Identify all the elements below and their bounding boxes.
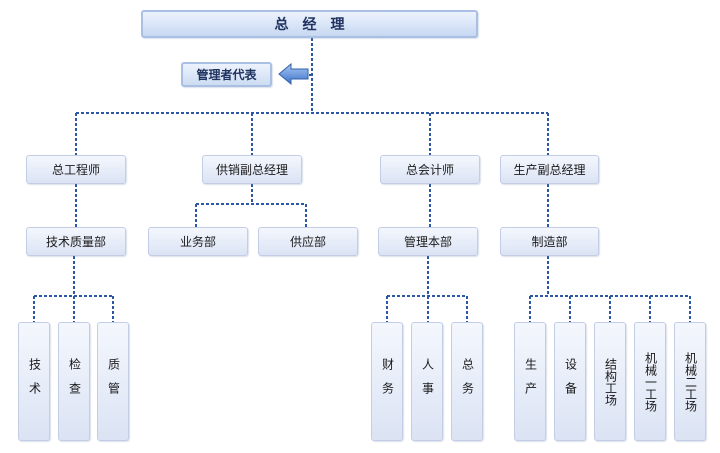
chief-accountant-label: 总会计师	[405, 163, 454, 177]
tech-unit-label: 技术	[27, 357, 42, 406]
machinery-plant-1-label: 机械一工场	[643, 351, 658, 412]
management-rep-box: 管理者代表	[181, 62, 272, 87]
sales-supply-vgm-box: 供销副总经理	[202, 155, 302, 184]
supply-dept-label: 供应部	[289, 235, 326, 249]
machinery-plant-2-box: 机械二工场	[674, 322, 706, 441]
production-vgm-box: 生产副总经理	[500, 155, 599, 184]
general-manager-label: 总经理	[274, 17, 359, 33]
management-dept-box: 管理本部	[378, 227, 478, 256]
machinery-plant-1-box: 机械一工场	[634, 322, 666, 441]
sales-supply-vgm-label: 供销副总经理	[215, 163, 288, 177]
finance-unit-label: 财务	[380, 357, 395, 406]
management-dept-label: 管理本部	[403, 235, 452, 249]
general-affairs-unit-box: 总务	[451, 322, 483, 441]
production-unit-box: 生产	[514, 322, 546, 441]
equipment-unit-box: 设备	[554, 322, 586, 441]
finance-unit-box: 财务	[371, 322, 403, 441]
general-affairs-unit-label: 总务	[460, 357, 475, 406]
machinery-plant-2-label: 机械二工场	[683, 351, 698, 412]
supply-dept-box: 供应部	[258, 227, 358, 256]
chief-accountant-box: 总会计师	[380, 155, 480, 184]
inspection-unit-box: 检查	[58, 322, 90, 441]
tech-unit-box: 技术	[18, 322, 50, 441]
tech-quality-dept-box: 技术质量部	[26, 227, 126, 256]
quality-mgmt-unit-label: 质管	[106, 357, 121, 406]
tech-quality-dept-label: 技术质量部	[45, 235, 106, 249]
chief-engineer-box: 总工程师	[26, 155, 126, 184]
chief-engineer-label: 总工程师	[51, 163, 100, 177]
structural-plant-box: 结构工场	[594, 322, 626, 441]
personnel-unit-label: 人事	[420, 357, 435, 406]
manufacturing-dept-box: 制造部	[500, 227, 599, 256]
business-dept-box: 业务部	[148, 227, 248, 256]
production-unit-label: 生产	[523, 357, 538, 406]
structural-plant-label: 结构工场	[603, 357, 618, 406]
general-manager-box: 总经理	[141, 10, 478, 38]
inspection-unit-label: 检查	[67, 357, 82, 406]
equipment-unit-label: 设备	[563, 357, 578, 406]
personnel-unit-box: 人事	[411, 322, 443, 441]
left-arrow-icon	[278, 63, 309, 85]
manufacturing-dept-label: 制造部	[531, 235, 568, 249]
production-vgm-label: 生产副总经理	[513, 163, 586, 177]
management-rep-label: 管理者代表	[196, 68, 257, 82]
quality-mgmt-unit-box: 质管	[97, 322, 129, 441]
business-dept-label: 业务部	[179, 235, 216, 249]
